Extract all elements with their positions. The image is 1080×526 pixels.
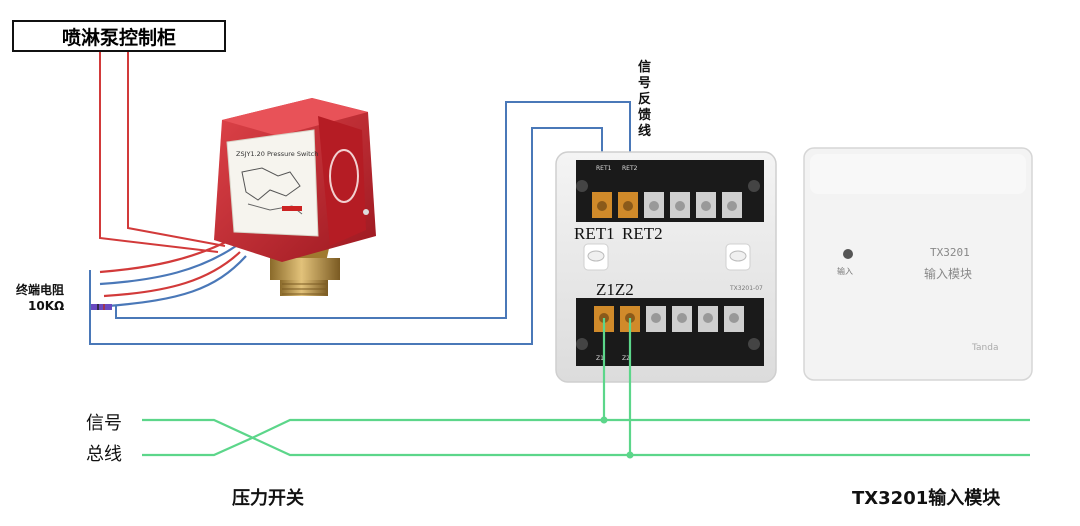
switch-logo-icon — [329, 149, 359, 203]
feedback-char-5: 线 — [638, 124, 652, 139]
cable-blue-2 — [107, 255, 247, 308]
base-ret2-mark: RET2 — [622, 165, 638, 172]
feedback-char-2: 号 — [638, 76, 652, 91]
feedback-char-3: 反 — [638, 92, 652, 107]
switch-nameplate-text: ZSJY1.20 Pressure Switch — [236, 150, 318, 158]
blue-wire-inner — [115, 101, 631, 319]
terminal-resistor — [90, 304, 112, 310]
bus-junction-z2 — [626, 451, 634, 459]
switch-hex-nut — [270, 258, 340, 280]
bus-junction-z1 — [600, 416, 608, 424]
feedback-char-1: 信 — [638, 60, 652, 75]
pressure-switch: ZSJY1.20 Pressure Switch — [214, 98, 376, 296]
module-caption: TX3201输入模块 — [852, 488, 1001, 509]
bus-total-line — [142, 418, 1030, 457]
module-name-text: 输入模块 — [924, 266, 972, 281]
module-brand: Tanda — [971, 343, 998, 353]
red-wire-left — [99, 52, 219, 253]
controller-label: 喷淋泵控制柜 — [61, 26, 176, 49]
blue-signal-wires — [89, 101, 631, 345]
cable-red-1 — [99, 239, 231, 274]
controller-label-box: 喷淋泵控制柜 — [12, 20, 226, 52]
terminal-z1z2-label: Z1Z2 — [596, 280, 634, 299]
blue-wire-outer — [89, 127, 603, 345]
module-base: RET1 RET2 TX3201-07 Z1 Z2 — [555, 151, 777, 383]
red-wire-right — [127, 52, 226, 247]
terminal-ret2-label: RET2 — [622, 224, 663, 243]
upper-terminal-screws — [592, 192, 742, 218]
bus-lines — [142, 418, 1030, 457]
feedback-char-4: 馈 — [638, 108, 652, 123]
module-led-icon — [843, 249, 853, 259]
cable-blue-1 — [99, 245, 237, 286]
bus-signal-line — [142, 418, 1030, 457]
base-z1-mark: Z1 — [596, 355, 604, 362]
bus-signal-label: 信号 — [86, 413, 122, 434]
switch-nameplate — [226, 129, 319, 237]
resistor-body — [90, 304, 112, 310]
terminal-resistor-label-line1: 终端电阻 — [16, 283, 65, 297]
input-module: 输入 TX3201 输入模块 Tanda — [803, 147, 1033, 381]
module-model-text: TX3201 — [930, 246, 970, 259]
base-ret1-mark: RET1 — [596, 165, 612, 172]
pressure-switch-caption: 压力开关 — [232, 488, 304, 509]
module-led-label: 输入 — [837, 266, 853, 276]
cable-red-2 — [103, 251, 241, 298]
terminal-resistor-label: 终端电阻 10KΩ — [16, 282, 64, 314]
feedback-line-label: 信 号 反 馈 线 — [638, 60, 651, 140]
switch-cable — [99, 239, 247, 308]
bus-total-label: 总线 — [86, 444, 122, 465]
base-z2-mark: Z2 — [622, 355, 630, 362]
terminal-ret1-label: RET1 — [574, 224, 615, 243]
terminal-resistor-label-line2: 10KΩ — [28, 299, 65, 313]
base-model-mark: TX3201-07 — [729, 285, 763, 292]
controller-red-wires — [99, 52, 226, 253]
